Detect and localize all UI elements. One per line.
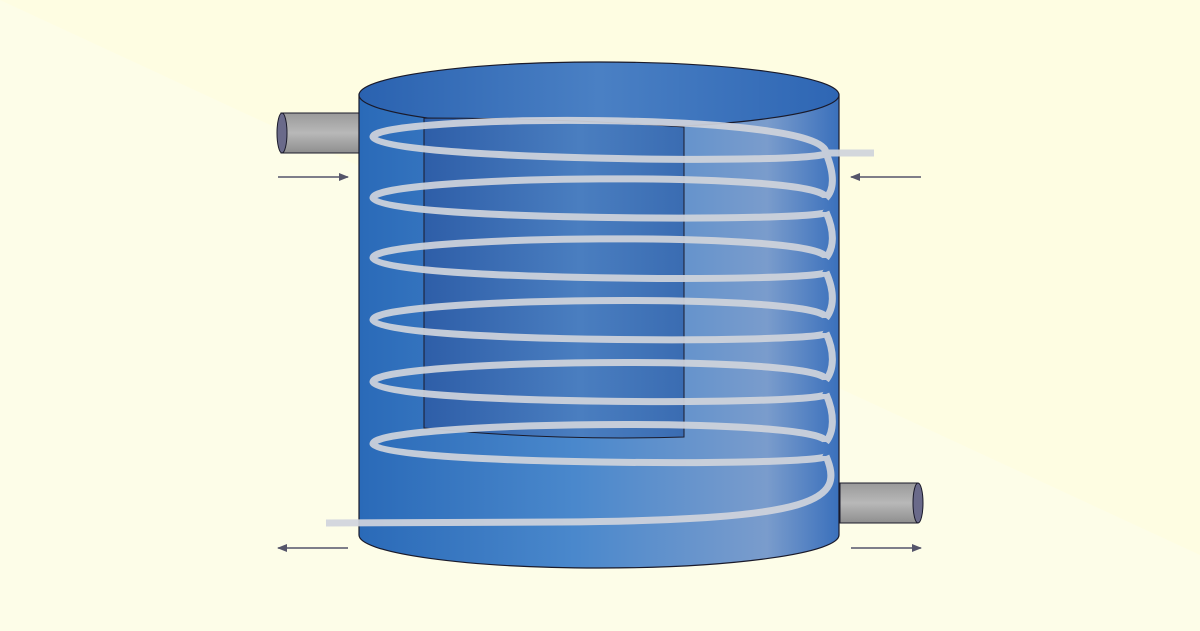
coil-turn bbox=[369, 175, 830, 222]
coil-turn bbox=[369, 421, 830, 467]
left-inlet-pipe bbox=[276, 112, 362, 154]
coil-turn bbox=[369, 116, 830, 163]
coil-turn bbox=[369, 359, 830, 406]
coil-connector bbox=[325, 454, 835, 527]
right-outlet-pipe bbox=[839, 482, 924, 524]
heating-coil bbox=[325, 116, 874, 527]
coil-turn bbox=[369, 297, 830, 344]
coil-turn bbox=[369, 235, 830, 282]
